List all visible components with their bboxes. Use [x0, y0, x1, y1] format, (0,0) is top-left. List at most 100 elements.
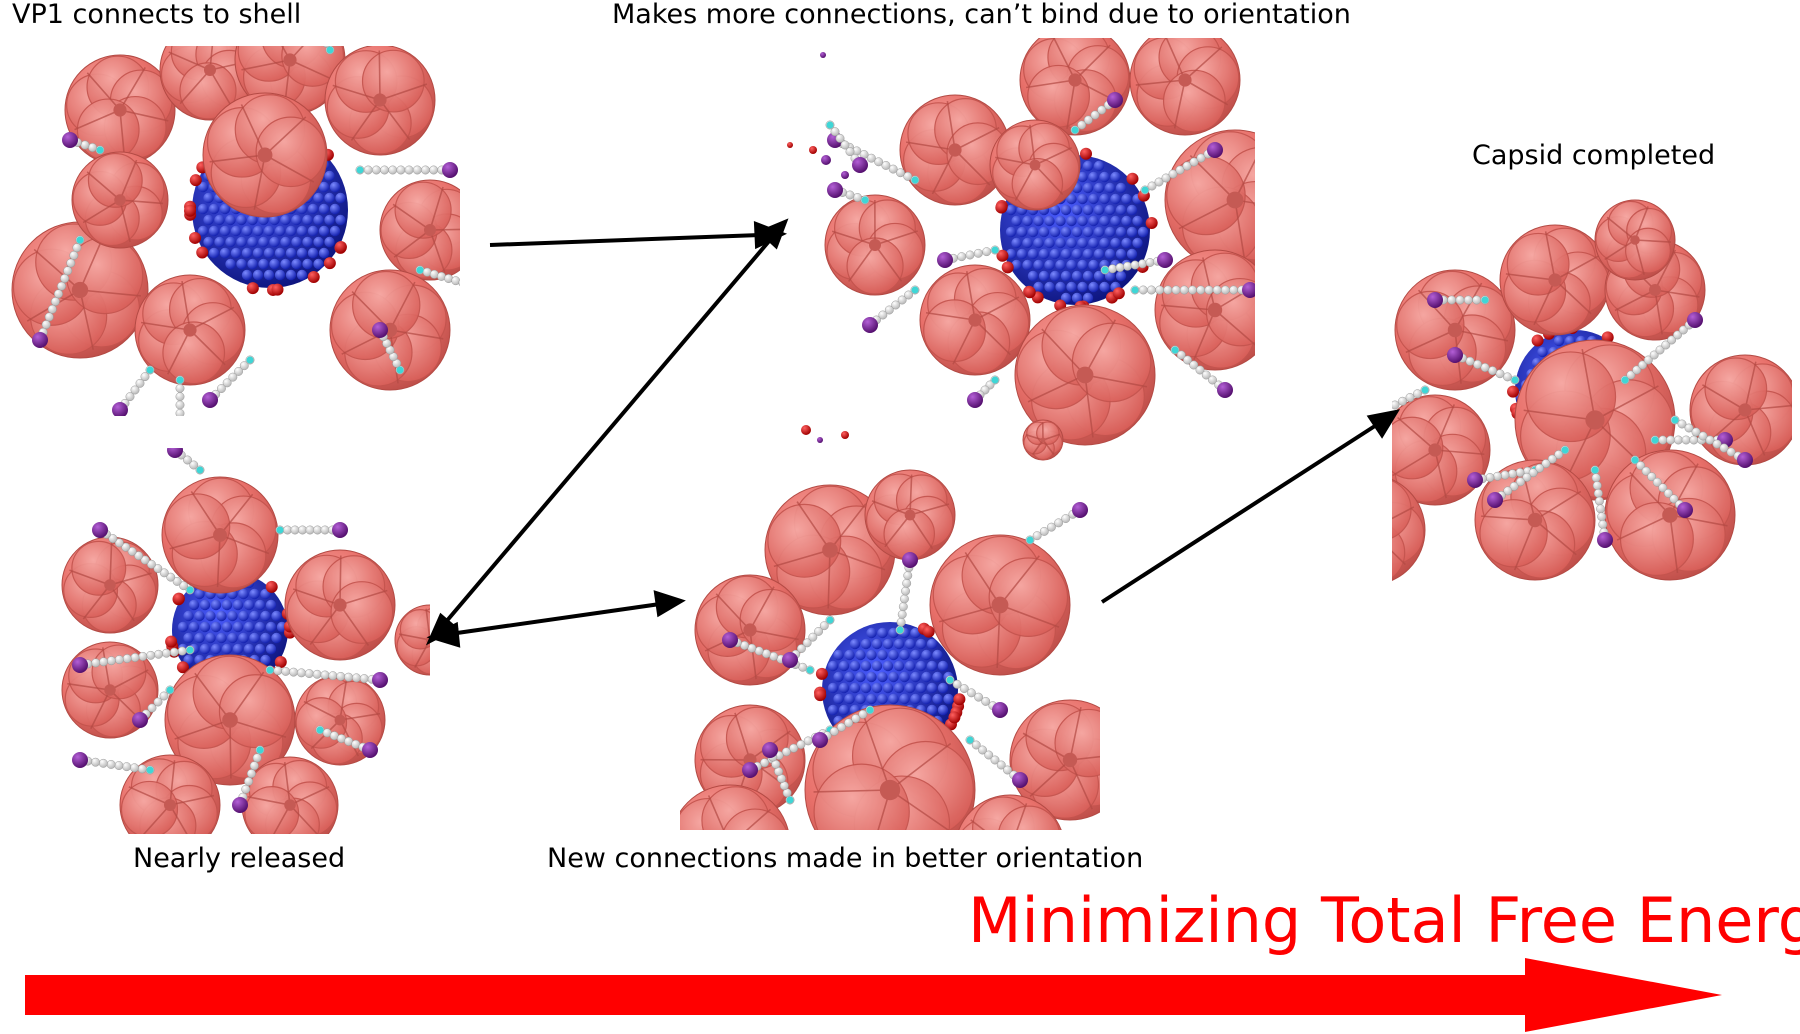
joint-bead	[1071, 126, 1079, 134]
linker-arm	[1140, 142, 1223, 195]
label-nearly-released: Nearly released	[133, 843, 346, 874]
terminus-bead	[1487, 492, 1503, 508]
linker-arm	[1620, 312, 1703, 385]
terminus-bead	[232, 797, 248, 813]
vp1-pentamer	[1022, 419, 1064, 461]
joint-bead	[786, 796, 794, 804]
joint-bead	[896, 626, 904, 634]
contact-bead	[274, 655, 287, 668]
vp1-pentamer	[694, 574, 806, 686]
joint-bead	[1171, 346, 1179, 354]
arrow-nearly-to-better	[449, 602, 661, 636]
linker-arm	[1100, 252, 1173, 275]
joint-bead	[186, 586, 194, 594]
vp1-pentamer	[804, 704, 976, 830]
joint-bead	[1101, 266, 1109, 274]
arrow-nearly-to-better-head	[653, 590, 686, 618]
vp1-pentamer	[1164, 129, 1255, 271]
joint-bead	[166, 686, 174, 694]
linker-arm	[355, 162, 458, 178]
vp1-pentamer	[1499, 224, 1611, 336]
vp1-pentamer	[71, 151, 169, 249]
joint-bead	[1651, 436, 1659, 444]
linker-arm	[372, 322, 405, 375]
vp1-pentamer	[324, 46, 436, 156]
vp1-pentamer	[1689, 354, 1792, 466]
terminus-bead	[442, 162, 458, 178]
terminus-bead	[132, 712, 148, 728]
vp1-pentamer	[958, 794, 1062, 830]
contact-bead	[815, 667, 828, 680]
terminus-bead	[1107, 92, 1123, 108]
vp1-pentamer	[1594, 199, 1676, 281]
linker-arm	[132, 685, 175, 728]
linker-arm	[1070, 92, 1123, 135]
terminus-bead	[852, 157, 868, 173]
terminus-bead	[202, 392, 218, 408]
joint-bead	[276, 526, 284, 534]
joint-bead	[1141, 186, 1149, 194]
contact-bead	[1023, 286, 1036, 299]
linker-arm	[72, 645, 195, 673]
fragment-bead	[841, 431, 849, 439]
terminus-bead	[1242, 282, 1255, 298]
linker-arm	[1590, 465, 1613, 548]
joint-bead	[176, 376, 184, 384]
terminus-bead	[72, 657, 88, 673]
vp1-pentamer	[134, 274, 246, 386]
contact-bead	[307, 270, 320, 283]
contact-bead	[165, 635, 178, 648]
vp1-pentamer	[1014, 304, 1156, 446]
terminus-bead	[462, 277, 478, 293]
joint-bead	[991, 376, 999, 384]
label-vp1-connects: VP1 connects to shell	[12, 0, 302, 30]
terminus-bead	[722, 632, 738, 648]
terminus-bead	[167, 448, 183, 458]
vp1-pentamer	[161, 476, 279, 594]
terminus-bead	[72, 752, 88, 768]
contact-bead	[189, 174, 202, 187]
joint-bead	[266, 666, 274, 674]
linker-arm	[1630, 455, 1693, 518]
terminus-bead	[742, 762, 758, 778]
fragment-bead	[820, 52, 826, 58]
vp1-pentamer	[284, 549, 396, 661]
joint-bead	[1671, 416, 1679, 424]
linker-arm	[1427, 292, 1490, 308]
fragment-bead	[801, 425, 811, 435]
joint-bead	[396, 366, 404, 374]
fragment-bead	[809, 146, 817, 154]
vp1-pentamer	[1009, 699, 1100, 821]
vp1-pentamer	[379, 179, 460, 281]
vp1-pentamer	[989, 119, 1081, 211]
joint-bead	[1481, 296, 1489, 304]
joint-bead	[966, 736, 974, 744]
joint-bead	[416, 266, 424, 274]
joint-bead	[866, 706, 874, 714]
linker-arm	[1025, 502, 1088, 545]
contact-bead	[814, 689, 827, 702]
joint-bead	[146, 366, 154, 374]
energy-arrow-head	[1525, 958, 1722, 1032]
joint-bead	[806, 666, 814, 674]
energy-arrow	[25, 958, 1722, 1032]
contact-bead	[922, 625, 935, 638]
linker-arm	[937, 245, 1000, 268]
terminus-bead	[827, 182, 843, 198]
terminus-bead	[112, 402, 128, 416]
vp1-pentamer	[241, 756, 339, 834]
arrow-better-to-capsid	[1100, 422, 1380, 604]
vp1-pentamer	[680, 784, 789, 830]
linker-arm	[323, 46, 335, 55]
energy-label: Minimizing Total Free Energy	[968, 884, 1800, 957]
vp1-pentamer	[1019, 38, 1131, 136]
vp1-pentamer	[919, 264, 1031, 376]
vp1-pentamer	[1392, 479, 1426, 581]
linker-arm	[945, 675, 1008, 718]
terminus-bead	[92, 522, 108, 538]
panel-vp1-connects	[11, 46, 478, 416]
linker-arm	[965, 735, 1028, 788]
contact-bead	[189, 231, 202, 244]
terminus-bead	[1687, 312, 1703, 328]
